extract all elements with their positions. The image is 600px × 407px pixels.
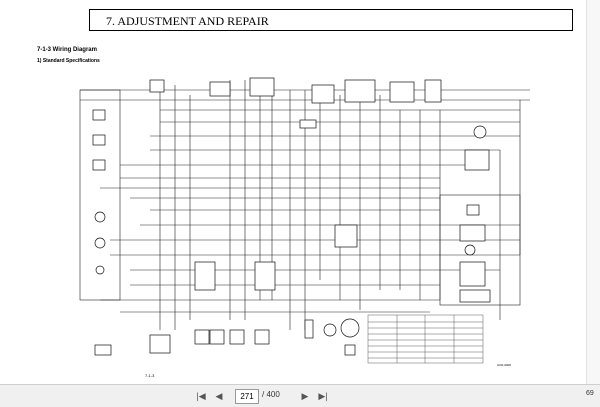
page-number-input[interactable]: 271 — [235, 389, 259, 404]
page-number-label: 7-1-3 — [145, 373, 155, 378]
section-title: 7-1-3 Wiring Diagram — [37, 47, 97, 53]
subsection-title: 1) Standard Specifications — [37, 58, 100, 64]
side-scroll-area[interactable] — [586, 0, 600, 384]
prev-page-icon[interactable]: ◀ — [215, 391, 223, 401]
chapter-title: 7. ADJUSTMENT AND REPAIR — [106, 14, 269, 28]
document-page: 7. ADJUSTMENT AND REPAIR 7-1-3 Wiring Di… — [37, 0, 600, 384]
viewer-toolbar: |◀ ◀ 271 / 400 ▶ ▶| 69 — [0, 384, 600, 407]
page-total: / 400 — [262, 390, 280, 399]
next-page-icon[interactable]: ▶ — [301, 391, 309, 401]
last-page-icon[interactable]: ▶| — [318, 391, 328, 401]
first-page-icon[interactable]: |◀ — [196, 391, 206, 401]
wiring-diagram — [79, 77, 530, 364]
chapter-header-box: 7. ADJUSTMENT AND REPAIR — [89, 9, 573, 31]
zoom-level: 69 — [586, 390, 594, 397]
drawing-code: ACD-0000 — [497, 363, 512, 367]
